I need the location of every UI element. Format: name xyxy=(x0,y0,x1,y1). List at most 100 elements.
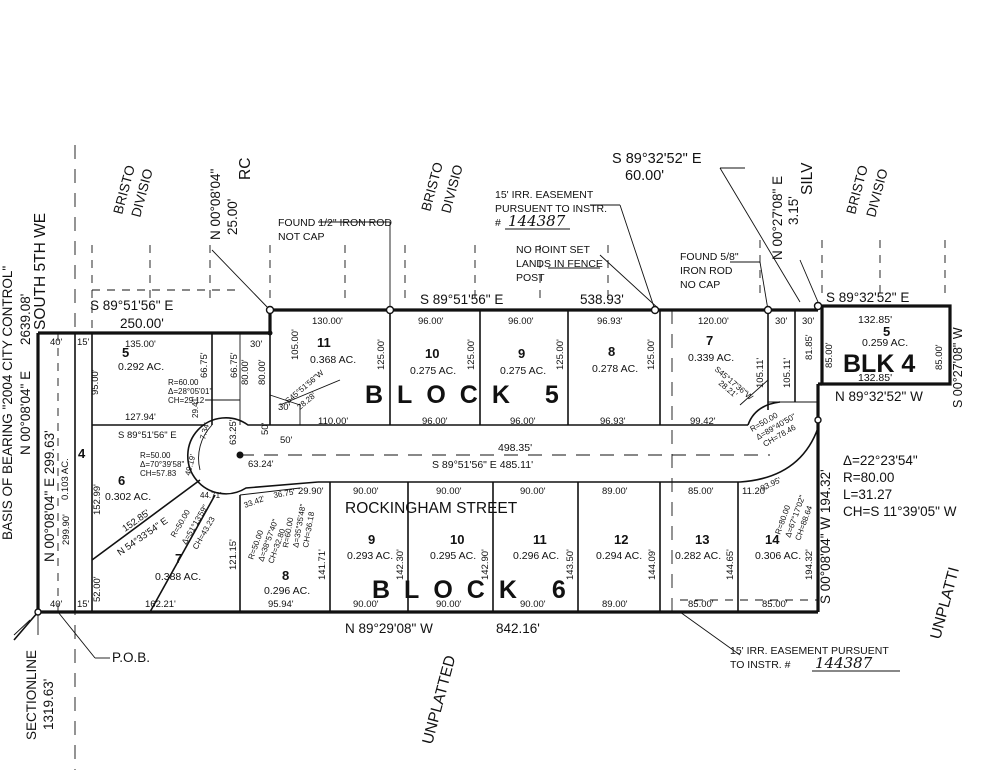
dimension-label: 96.00' xyxy=(422,416,448,427)
dimension-label: 99.42' xyxy=(690,416,716,427)
lot-number: 4 xyxy=(78,446,86,461)
dimension-label: 63.25' xyxy=(228,419,239,445)
lot-dim-right: 85.00' xyxy=(934,344,945,370)
east-line-bearing: S 00°08'04" W 194.32' xyxy=(818,469,833,604)
lot-area: 0.302 AC. xyxy=(105,491,151,503)
dimension-label: 125.00' xyxy=(466,339,477,370)
lot-area: 0.259 AC. xyxy=(862,337,908,349)
dimension-label: 144.09' xyxy=(647,549,658,580)
street-bearing-2: S 89°51'56" E 485.11' xyxy=(432,459,533,471)
found-58-note: FOUND 5/8" xyxy=(680,251,739,263)
dimension-label: 30' xyxy=(775,316,788,327)
dimension-label: 81.85' xyxy=(804,334,815,360)
dimension-label: 90.00' xyxy=(353,486,379,497)
dimension-label: R=60.00 xyxy=(168,378,199,387)
easement-bottom-note: 15' IRR. EASEMENT PURSUENT xyxy=(730,645,889,657)
lot-dim-left: 85.00' xyxy=(824,342,835,368)
street-distance-1: 498.35' xyxy=(498,442,532,454)
dimension-label: 142.90' xyxy=(480,549,491,580)
block-5-label: BLOCK 5 xyxy=(365,381,573,409)
dimension-label: 85.00' xyxy=(762,599,788,610)
lot-area: 0.296 AC. xyxy=(264,585,310,597)
dimension-label: 162.21' xyxy=(145,599,176,610)
leader-lines xyxy=(13,167,819,659)
found-58-note: IRON ROD xyxy=(680,265,733,277)
dimension-label: 40' xyxy=(50,337,63,348)
dimension-label: 15' xyxy=(77,337,90,348)
found-58-note: NO CAP xyxy=(680,279,720,291)
lot-dim-bottom: 132.85' xyxy=(858,372,892,384)
dimension-label: 29.90' xyxy=(298,486,324,497)
dimension-label: 125.00' xyxy=(555,339,566,370)
dimension-label: 127.94' xyxy=(125,412,156,423)
dimension-label: 90.00' xyxy=(520,486,546,497)
section-line-label: SECTIONLINE xyxy=(24,650,39,740)
dimension-label: 105.11' xyxy=(755,358,766,388)
lot-number: 12 xyxy=(614,532,628,547)
lot-number: 5 xyxy=(883,324,890,339)
south-bearing: N 89°29'08" W xyxy=(345,621,433,636)
dimension-label: 66.75' xyxy=(229,352,240,378)
dimension-label: 96.93' xyxy=(597,316,623,327)
dimension-label: 50' xyxy=(260,422,271,435)
dimension-label: 90.00' xyxy=(520,599,546,610)
lot-area: 0.278 AC. xyxy=(592,363,638,375)
lot-area: 0.296 AC. xyxy=(513,550,559,562)
easement-top-number: 144387 xyxy=(508,212,566,230)
lot-number: 11 xyxy=(533,532,547,547)
dimension-label: 85.00' xyxy=(688,486,714,497)
dimension-label: 110.00' xyxy=(318,416,348,427)
dimension-label: 33.42' xyxy=(243,494,267,510)
lot-number: 10 xyxy=(450,532,464,547)
block-6-lots: 8 0.296 AC. 9 0.293 AC. 10 0.295 AC. 11 … xyxy=(264,532,801,597)
lot-number: 8 xyxy=(608,344,615,359)
dimension-label: 85.00' xyxy=(688,599,714,610)
dimension-label: CH=57.83 xyxy=(140,469,177,478)
easement-bottom-number: 144387 xyxy=(815,654,873,672)
lot-area: 0.388 AC. xyxy=(155,571,201,583)
dimension-label: 15' xyxy=(77,599,90,610)
dimension-label: 90.00' xyxy=(353,599,379,610)
dimension-label: 96.93' xyxy=(600,416,626,427)
block-6-label: BLOCK 6 xyxy=(372,576,580,604)
south-5th-label: SOUTH 5TH WE xyxy=(32,213,49,330)
dimension-label: 30' xyxy=(802,316,815,327)
lot-number: 8 xyxy=(282,568,289,583)
dimension-label: 89.00' xyxy=(602,486,628,497)
lot-area: 0.295 AC. xyxy=(430,550,476,562)
lot-number: 6 xyxy=(118,473,125,488)
curve-radius: R=80.00 xyxy=(843,470,894,485)
dimension-label: 7.34' xyxy=(198,421,211,440)
blk4-right-bearing: S 00°27'08" W xyxy=(951,327,965,408)
curve-delta: Δ=22°23'54" xyxy=(843,453,918,468)
silv-label: SILV xyxy=(799,162,816,195)
section-line-distance: 1319.63' xyxy=(41,679,56,730)
s89-top-bearing: S 89°32'52" E xyxy=(612,151,702,167)
dimension-label: R=50.00 xyxy=(140,451,171,460)
top-left-bearing: S 89°51'56" E xyxy=(90,298,173,313)
block-5-lots: 5 0.292 AC. 4 0.103 AC. 6 0.302 AC. 7 0.… xyxy=(60,333,734,583)
lot-number: 13 xyxy=(695,532,709,547)
dimension-label: 135.00' xyxy=(125,339,156,350)
dimension-label: 36.75' xyxy=(273,487,296,500)
rc-distance: 25.00' xyxy=(225,199,240,235)
dimension-label: 11.20' xyxy=(742,486,767,497)
dimension-label: 142.30' xyxy=(395,549,406,580)
blk-4-lot: 5 132.85' 0.259 AC. 132.85' 85.00' 85.00… xyxy=(824,314,945,384)
rockingham-street-label: ROCKINGHAM STREET xyxy=(345,500,518,517)
dimension-label: 66.75' xyxy=(199,352,210,378)
lot-area: 0.282 AC. xyxy=(675,550,721,562)
dimension-label: 30' xyxy=(250,339,263,350)
easement-top-note: 15' IRR. EASEMENT xyxy=(495,189,594,201)
top-left-distance: 250.00' xyxy=(120,316,164,331)
west-lot-bearing: N 00°08'04" E 299.63' xyxy=(42,430,57,562)
no-point-note: NO POINT SET xyxy=(516,244,590,256)
dimension-label: 89.00' xyxy=(602,599,628,610)
notes: FOUND 1/2" IRON ROD NOT CAP 15' IRR. EAS… xyxy=(112,189,900,672)
dimension-label: 50' xyxy=(280,435,293,446)
dimension-label: CH=29.12 xyxy=(168,396,205,405)
dimension-label: Δ=28°05'01" xyxy=(168,387,212,396)
dimension-label: 90.00' xyxy=(436,486,462,497)
bearings: BASIS OF BEARING "2004 CITY CONTROL" N 0… xyxy=(0,151,965,740)
rc-bearing: N 00°08'04" xyxy=(208,168,223,240)
